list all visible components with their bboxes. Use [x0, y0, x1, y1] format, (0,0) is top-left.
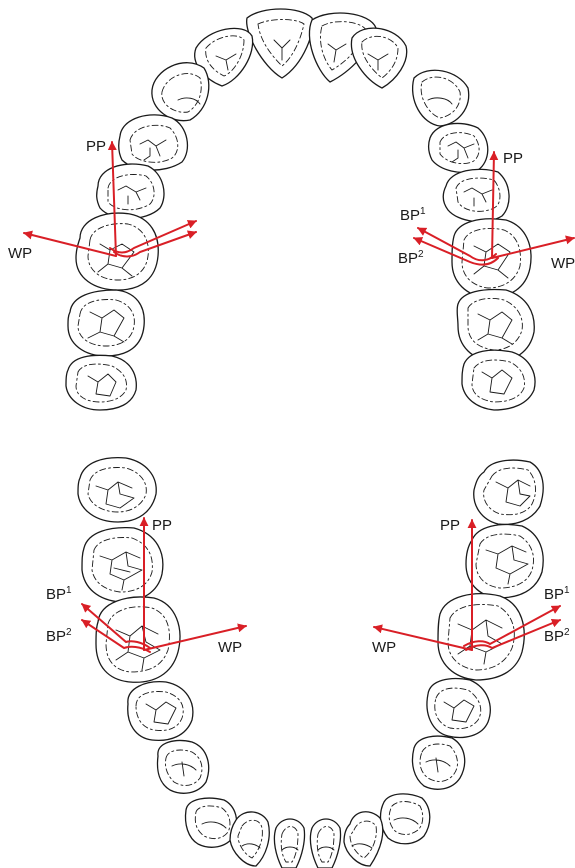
label-bp1-lower-left: BP1 — [46, 585, 72, 603]
label-wp-lower-right: WP — [372, 639, 396, 656]
label-bp2-upper-right: BP2 — [398, 249, 424, 267]
upper-tooth — [66, 355, 136, 410]
lower-tooth — [230, 812, 269, 866]
lower-tooth — [344, 812, 383, 866]
label-bp2-lower-right: BP2 — [544, 627, 570, 645]
upper-tooth — [119, 115, 188, 170]
lower-tooth — [128, 682, 193, 741]
lower-arch — [78, 458, 543, 868]
lower-tooth — [82, 528, 163, 602]
lower-tooth — [438, 594, 524, 680]
label-wp-upper-left: WP — [8, 245, 32, 262]
upper-tooth — [152, 63, 209, 121]
lower-tooth — [474, 460, 543, 524]
upper-arch — [66, 9, 535, 410]
upper-tooth — [351, 28, 406, 88]
lower-tooth — [466, 525, 543, 598]
label-pp-upper-left: PP — [86, 138, 106, 155]
label-bp1-upper-right: BP1 — [400, 206, 426, 224]
upper-tooth — [443, 169, 509, 221]
lower-tooth — [274, 819, 304, 868]
lower-tooth — [78, 458, 156, 522]
upper-tooth — [429, 123, 488, 172]
label-pp-lower-left: PP — [152, 517, 172, 534]
upper-tooth — [247, 9, 313, 78]
label-pp-lower-right: PP — [440, 517, 460, 534]
lower-tooth — [186, 798, 237, 847]
lower-tooth — [381, 794, 430, 844]
upper-tooth — [97, 164, 164, 218]
label-bp2-lower-left: BP2 — [46, 627, 72, 645]
lower-tooth — [96, 597, 180, 682]
lower-tooth — [158, 741, 209, 794]
label-wp-lower-left: WP — [218, 639, 242, 656]
label-bp1-lower-right: BP1 — [544, 585, 570, 603]
upper-tooth — [68, 290, 144, 356]
lower-tooth — [412, 736, 464, 789]
label-wp-upper-right: WP — [551, 255, 575, 272]
lower-tooth — [310, 819, 340, 868]
lower-tooth — [427, 679, 490, 738]
upper-tooth — [413, 70, 469, 126]
label-pp-upper-right: PP — [503, 150, 523, 167]
upper-tooth — [462, 350, 535, 410]
